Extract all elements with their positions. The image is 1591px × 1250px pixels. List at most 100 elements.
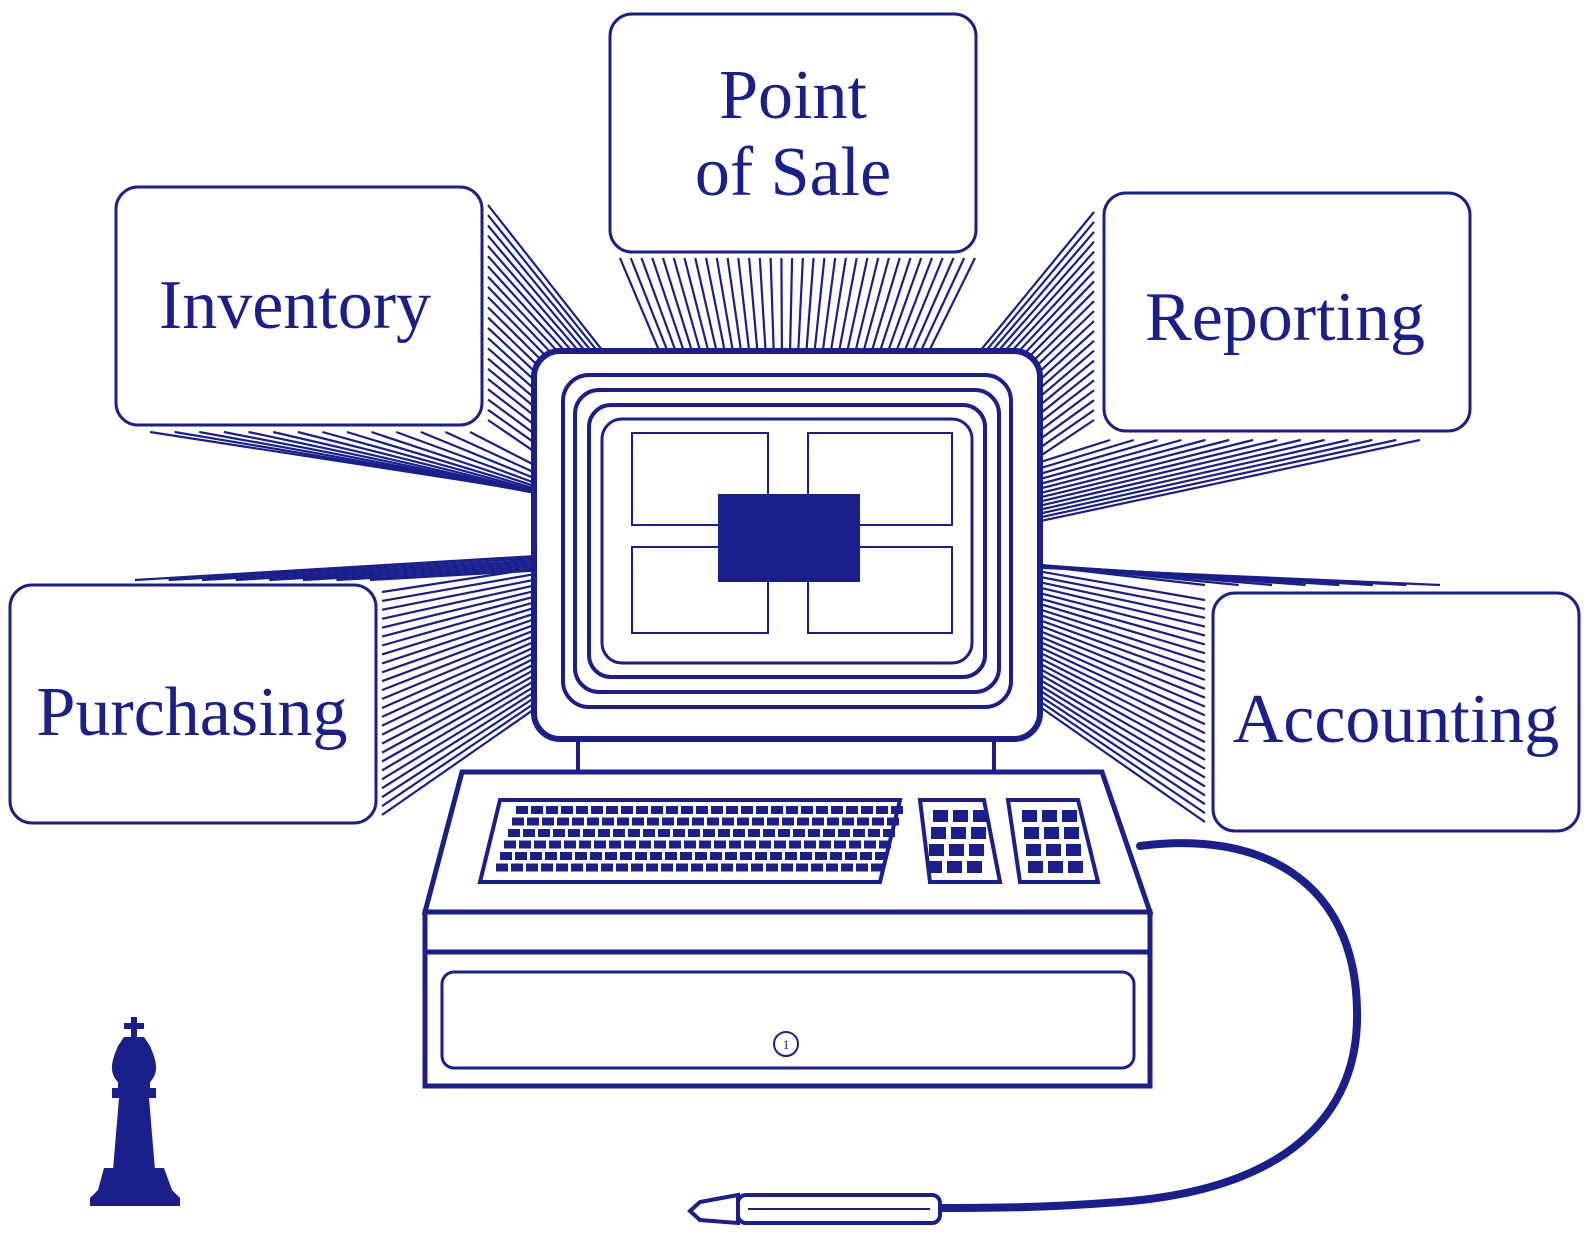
keyboard-key: [654, 840, 666, 849]
keyboard-key: [519, 840, 531, 849]
keyboard-key: [856, 863, 868, 872]
keypad-key: [1024, 827, 1039, 839]
keyboard-key: [632, 817, 644, 826]
keyboard-key: [778, 829, 790, 837]
keyboard-key: [556, 863, 568, 872]
keyboard-key: [808, 829, 820, 837]
king-cross-horizontal: [124, 1023, 144, 1029]
monitor-frame-3: [587, 403, 987, 679]
screen-core: [718, 494, 860, 582]
module-accounting: Accounting: [1211, 591, 1581, 833]
module-label: Inventory: [159, 267, 431, 344]
keyboard-key: [782, 817, 794, 826]
keyboard-key: [785, 852, 797, 860]
module-inventory: Inventory: [114, 185, 484, 427]
keyboard-key: [830, 852, 842, 860]
keyboard-key: [606, 806, 618, 814]
keyboard-key: [621, 806, 633, 814]
keyboard-key: [831, 806, 843, 814]
keyboard-key: [512, 817, 524, 826]
king-body: [111, 1037, 157, 1090]
keyboard-key: [684, 840, 696, 849]
keypad-key: [929, 844, 944, 856]
keyboard-key: [651, 806, 663, 814]
keypad-2-keys: [1022, 810, 1083, 873]
keyboard-key: [726, 806, 738, 814]
keyboard-key: [741, 806, 753, 814]
keyboard-key: [748, 829, 760, 837]
keyboard-key: [542, 817, 554, 826]
keypad-key: [973, 810, 988, 822]
module-box: [8, 583, 378, 825]
keypad-key: [969, 844, 984, 856]
module-label-line1: Point: [719, 57, 867, 134]
keyboard-key: [650, 852, 662, 860]
keypad-key: [1048, 861, 1063, 873]
keyboard-key: [560, 852, 572, 860]
keyboard-key: [635, 852, 647, 860]
keyboard-key: [781, 863, 793, 872]
keyboard-key: [527, 817, 539, 826]
keyboard-key: [598, 829, 610, 837]
keyboard-key: [774, 840, 786, 849]
keyboard-key: [576, 806, 588, 814]
keyboard-key: [796, 863, 808, 872]
drawer-lock-label: 1: [783, 1037, 790, 1052]
keyboard-key: [771, 806, 783, 814]
monitor-frame-2: [573, 388, 1001, 694]
keyboard-key: [812, 817, 824, 826]
keyboard-key: [677, 817, 689, 826]
keyboard-key: [515, 852, 527, 860]
keyboard-key: [740, 852, 752, 860]
keyboard-key: [763, 829, 775, 837]
keypad-key: [1068, 861, 1083, 873]
keyboard-key: [857, 817, 869, 826]
keyboard-key: [538, 829, 550, 837]
keyboard-key: [691, 863, 703, 872]
keypad-key: [1064, 827, 1079, 839]
barcode-wand-icon: [687, 839, 1362, 1226]
keyboard-key: [804, 840, 816, 849]
keyboard-key: [504, 840, 516, 849]
keyboard-key: [508, 829, 520, 837]
module-reporting: Reporting: [1102, 191, 1472, 433]
keyboard-key: [756, 806, 768, 814]
keyboard-key: [883, 829, 895, 837]
keyboard-key: [557, 817, 569, 826]
keyboard-key: [699, 840, 711, 849]
keyboard-key: [658, 829, 670, 837]
keyboard-key: [737, 817, 749, 826]
keyboard-key: [841, 863, 853, 872]
keypad-key: [1026, 844, 1041, 856]
keyboard-key: [628, 829, 640, 837]
keyboard-key: [767, 817, 779, 826]
keyboard-key: [725, 852, 737, 860]
keyboard-keys: [496, 806, 903, 872]
keyboard-key: [613, 829, 625, 837]
wand-cable: [936, 839, 1362, 1212]
keyboard-key: [591, 806, 603, 814]
keyboard-key: [594, 840, 606, 849]
keypad-key: [951, 827, 966, 839]
keyboard-key: [703, 829, 715, 837]
king-collar: [112, 1088, 156, 1098]
keyboard-key: [853, 829, 865, 837]
keyboard-key: [706, 863, 718, 872]
keyboard-key: [845, 852, 857, 860]
keyboard-key: [816, 806, 828, 814]
keypad-key: [953, 810, 968, 822]
module-label: Purchasing: [36, 674, 347, 751]
keyboard-key: [736, 863, 748, 872]
keyboard-key: [786, 806, 798, 814]
keyboard-key: [564, 840, 576, 849]
keyboard-key: [617, 817, 629, 826]
monitor-frame-4: [600, 417, 974, 665]
keyboard-key: [590, 852, 602, 860]
keyboard-key: [875, 852, 887, 860]
keyboard-key: [860, 852, 872, 860]
keyboard-key: [864, 840, 876, 849]
keyboard-key: [546, 806, 558, 814]
drawer-lock: [773, 1031, 799, 1057]
keyboard-key: [827, 817, 839, 826]
